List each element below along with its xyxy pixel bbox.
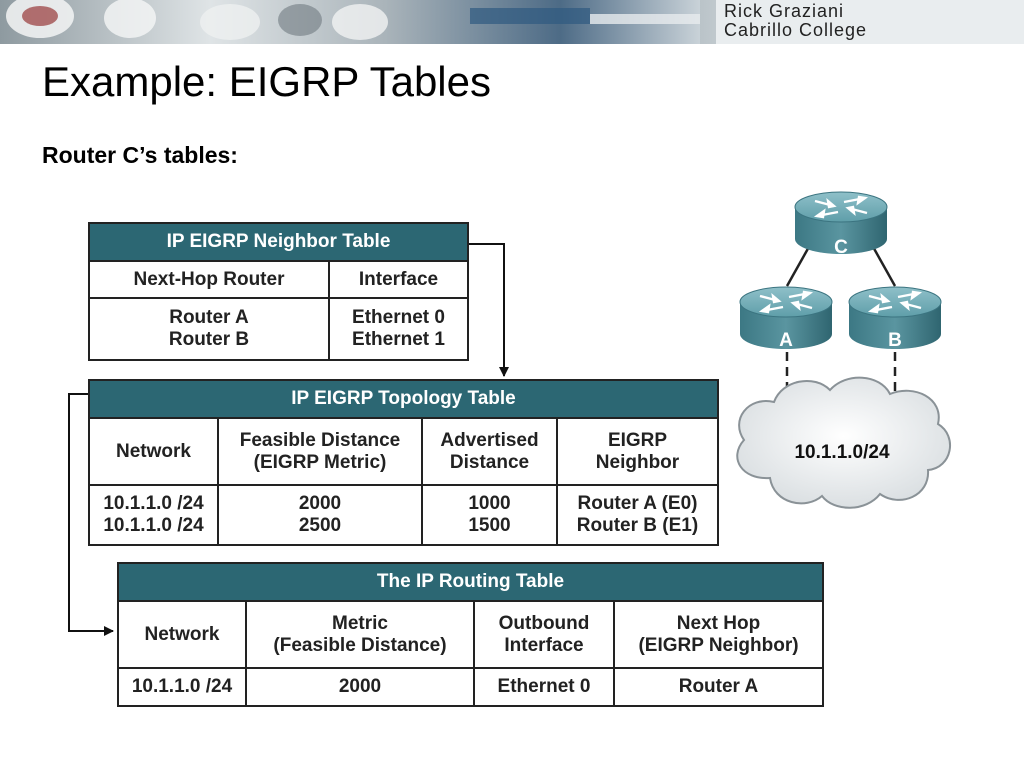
slide-subtitle: Router C’s tables: <box>42 142 238 168</box>
next-hop-cell: Router A <box>678 676 759 697</box>
topology-table: IP EIGRP Topology Table Network Feasible… <box>88 379 719 546</box>
column-header-outbound-interface: Outbound Interface <box>474 602 615 669</box>
router-a-icon: A <box>738 285 834 351</box>
banner-photo-image <box>0 0 700 44</box>
neighbor-table-title: IP EIGRP Neighbor Table <box>90 224 467 262</box>
next-hop-router-cell: Router A Router B <box>90 298 330 359</box>
interface-cell: Ethernet 0 Ethernet 1 <box>352 307 445 350</box>
author-name: Rick Graziani <box>724 1 845 21</box>
router-b-icon: B <box>847 285 943 351</box>
neighbor-to-topology-arrow <box>469 243 509 377</box>
router-b-label: B <box>888 330 902 351</box>
outbound-interface-cell: Ethernet 0 <box>474 668 615 705</box>
routing-table-title: The IP Routing Table <box>119 564 822 602</box>
metric-cell: 2000 <box>246 668 475 705</box>
router-c-label: C <box>834 237 848 258</box>
header-banner: Rick Graziani Cabrillo College <box>0 0 1024 44</box>
table-row: 10.1.1.0 /24 2000 Ethernet 0 Router A <box>119 668 822 705</box>
column-header-next-hop-router: Next-Hop Router <box>90 262 330 299</box>
router-a-label: A <box>779 330 793 351</box>
neighbor-table: IP EIGRP Neighbor Table Next-Hop Router … <box>88 222 469 361</box>
link-c-to-a <box>785 244 812 287</box>
network-cell: 10.1.1.0 /24 10.1.1.0 /24 <box>90 485 219 544</box>
topology-table-title: IP EIGRP Topology Table <box>90 381 717 419</box>
column-header-interface: Interface <box>329 262 467 299</box>
routing-table: The IP Routing Table Network Metric (Fea… <box>117 562 824 707</box>
feasible-distance-cell: 2000 2500 <box>218 485 423 544</box>
lan-cloud-icon <box>736 376 951 509</box>
column-header-network: Network <box>119 602 247 669</box>
column-header-network: Network <box>90 419 219 486</box>
eigrp-neighbor-cell: Router A (E0) Router B (E1) <box>576 493 699 536</box>
network-diagram: 10.1.1.0/24 C A B <box>736 190 951 509</box>
topology-to-routing-arrow <box>68 393 114 636</box>
author-block: Rick Graziani Cabrillo College <box>716 0 1024 44</box>
router-c-icon: C <box>793 190 889 258</box>
lan-network-label: 10.1.1.0/24 <box>794 442 890 463</box>
column-header-advertised-distance: Advertised Distance <box>422 419 558 486</box>
network-cell: 10.1.1.0 /24 <box>119 668 247 705</box>
column-header-next-hop: Next Hop (EIGRP Neighbor) <box>614 602 822 669</box>
table-row: Router A Router B Ethernet 0 Ethernet 1 <box>90 298 467 359</box>
advertised-distance-cell: 1000 1500 <box>422 485 558 544</box>
link-c-to-b <box>870 244 897 287</box>
author-institution: Cabrillo College <box>724 20 868 40</box>
column-header-metric: Metric (Feasible Distance) <box>246 602 475 669</box>
column-header-eigrp-neighbor: EIGRP Neighbor <box>557 419 717 486</box>
slide-title: Example: EIGRP Tables <box>42 58 491 105</box>
table-row: 10.1.1.0 /24 10.1.1.0 /24 2000 2500 1000… <box>90 485 717 544</box>
column-header-feasible-distance: Feasible Distance (EIGRP Metric) <box>218 419 423 486</box>
